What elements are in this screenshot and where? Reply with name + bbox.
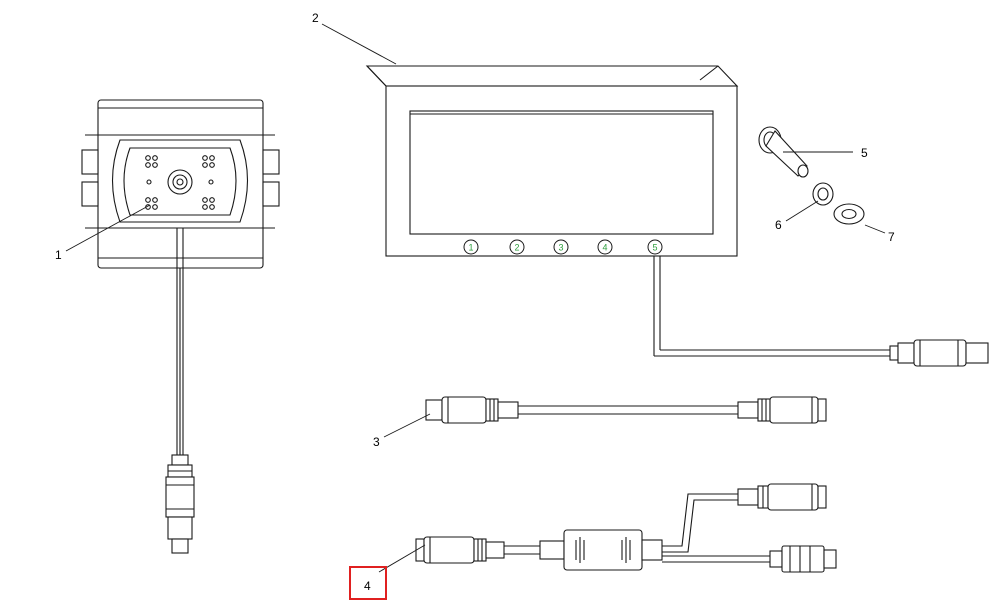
monitor-button-label: 5 bbox=[652, 243, 657, 253]
callout-5: 5 bbox=[861, 146, 868, 160]
monitor-button-row: 1 2 3 4 5 bbox=[463, 239, 663, 255]
callout-3: 3 bbox=[373, 435, 380, 449]
camera bbox=[81, 99, 280, 554]
callout-4-highlight-box bbox=[349, 566, 387, 600]
monitor-button: 5 bbox=[647, 239, 663, 255]
monitor-button: 4 bbox=[597, 239, 613, 255]
spacer-ring bbox=[812, 182, 834, 206]
monitor-button: 1 bbox=[463, 239, 479, 255]
mounting-bolt bbox=[758, 126, 809, 178]
ir-led-cluster bbox=[202, 197, 215, 210]
callout-7: 7 bbox=[888, 230, 895, 244]
ir-led-cluster bbox=[145, 155, 158, 168]
monitor-button-label: 1 bbox=[468, 243, 473, 253]
monitor-button-label: 3 bbox=[558, 243, 563, 253]
washer bbox=[833, 203, 865, 225]
monitor-button-label: 4 bbox=[602, 243, 607, 253]
monitor-button: 2 bbox=[509, 239, 525, 255]
ir-led-cluster bbox=[202, 155, 215, 168]
callout-6: 6 bbox=[775, 218, 782, 232]
splitter-cable bbox=[415, 483, 837, 573]
monitor bbox=[365, 65, 989, 367]
monitor-button: 3 bbox=[553, 239, 569, 255]
monitor-button-label: 2 bbox=[514, 243, 519, 253]
callout-2: 2 bbox=[312, 11, 319, 25]
callout-1: 1 bbox=[55, 248, 62, 262]
extension-cable bbox=[425, 396, 827, 424]
callout-4: 4 bbox=[364, 579, 371, 593]
